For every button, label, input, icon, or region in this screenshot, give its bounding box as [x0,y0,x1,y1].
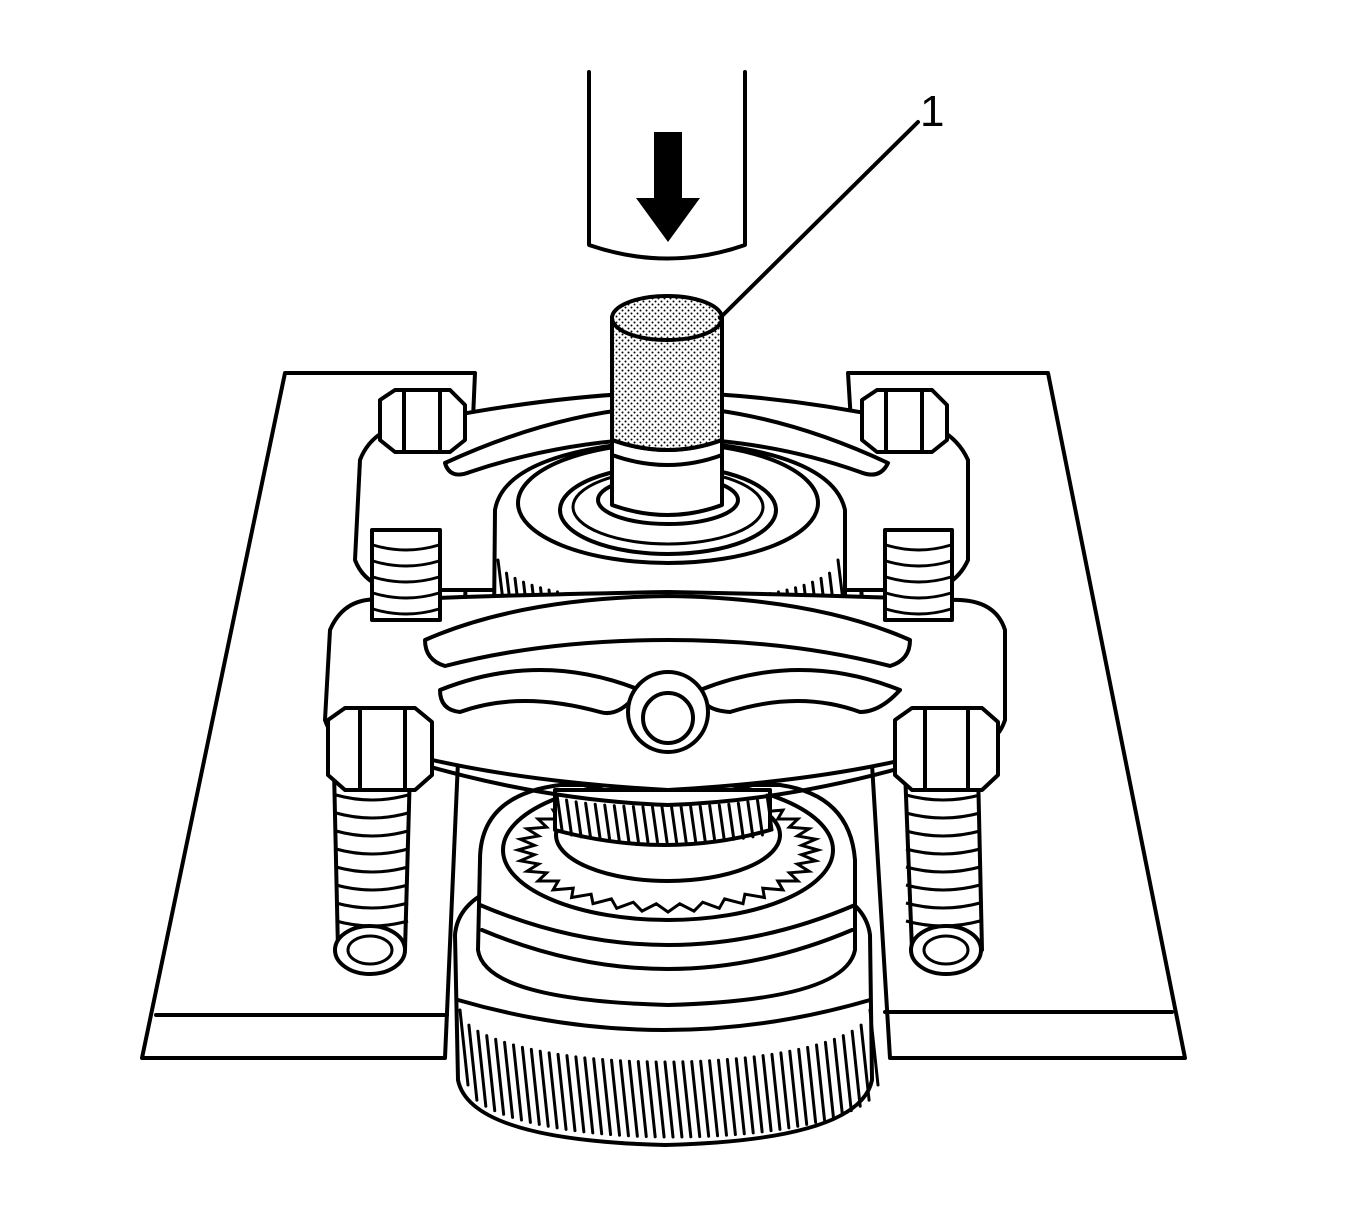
front-left-nut [326,706,434,792]
callout-leader-line [718,120,920,320]
rear-left-nut [378,388,467,454]
front-right-nut [893,706,1000,792]
shaft-gear-teeth [555,793,774,844]
rear-right-nut [860,388,949,454]
bearing-separator-front-half [323,590,1007,807]
rear-threaded-rods [370,528,954,622]
callout-1: 1 [718,87,944,320]
press-driver-tool [610,294,724,517]
press-ram [587,70,747,261]
lower-gear-stack [453,778,880,1147]
right-threaded-rod [903,768,984,976]
lower-gear-teeth [458,1008,880,1139]
left-threaded-rod [332,768,412,976]
down-arrow-icon [636,132,700,242]
callout-label: 1 [920,87,944,136]
